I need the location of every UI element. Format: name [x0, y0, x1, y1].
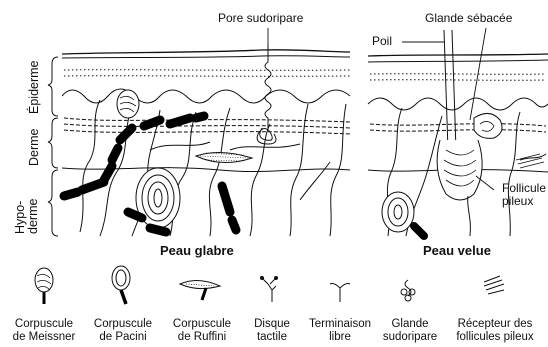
hair-label: Poil — [372, 35, 392, 48]
sebaceous-gland-label: Glande sébacée — [425, 12, 512, 25]
ruffini-corpuscle-icon — [180, 280, 220, 300]
free-nerve-ending-icon — [330, 284, 350, 303]
hair-follicle-label: Follicule pileux — [502, 182, 546, 208]
hairy-skin-label: Peau velue — [423, 244, 491, 257]
legend-sweat-gland-label: Glande sudoripare — [367, 318, 453, 344]
meissner-corpuscle-icon — [35, 268, 53, 304]
sweat-pore-label: Pore sudoripare — [218, 12, 303, 25]
epidermis-layer-label: Épiderme — [28, 61, 41, 115]
pacini-corpuscle-icon — [112, 266, 130, 304]
glabrous-skin-label: Peau glabre — [160, 244, 234, 257]
hypodermis-layer-label: Hypo- derme — [14, 199, 40, 234]
hair-follicle-receptor-icon — [484, 276, 504, 294]
sweat-gland-icon — [401, 280, 415, 301]
tactile-disc-icon — [261, 277, 278, 303]
legend-hair-receptor-label: Récepteur des follicules pileux — [452, 318, 538, 344]
glabrous-skin-panel — [62, 44, 350, 236]
legend-pacini-label: Corpuscule de Pacini — [80, 318, 166, 344]
layer-braces — [48, 57, 58, 236]
dermis-layer-label: Derme — [28, 128, 41, 166]
legend-icons — [35, 266, 504, 304]
legend-meissner-label: Corpuscule de Meissner — [1, 318, 87, 344]
